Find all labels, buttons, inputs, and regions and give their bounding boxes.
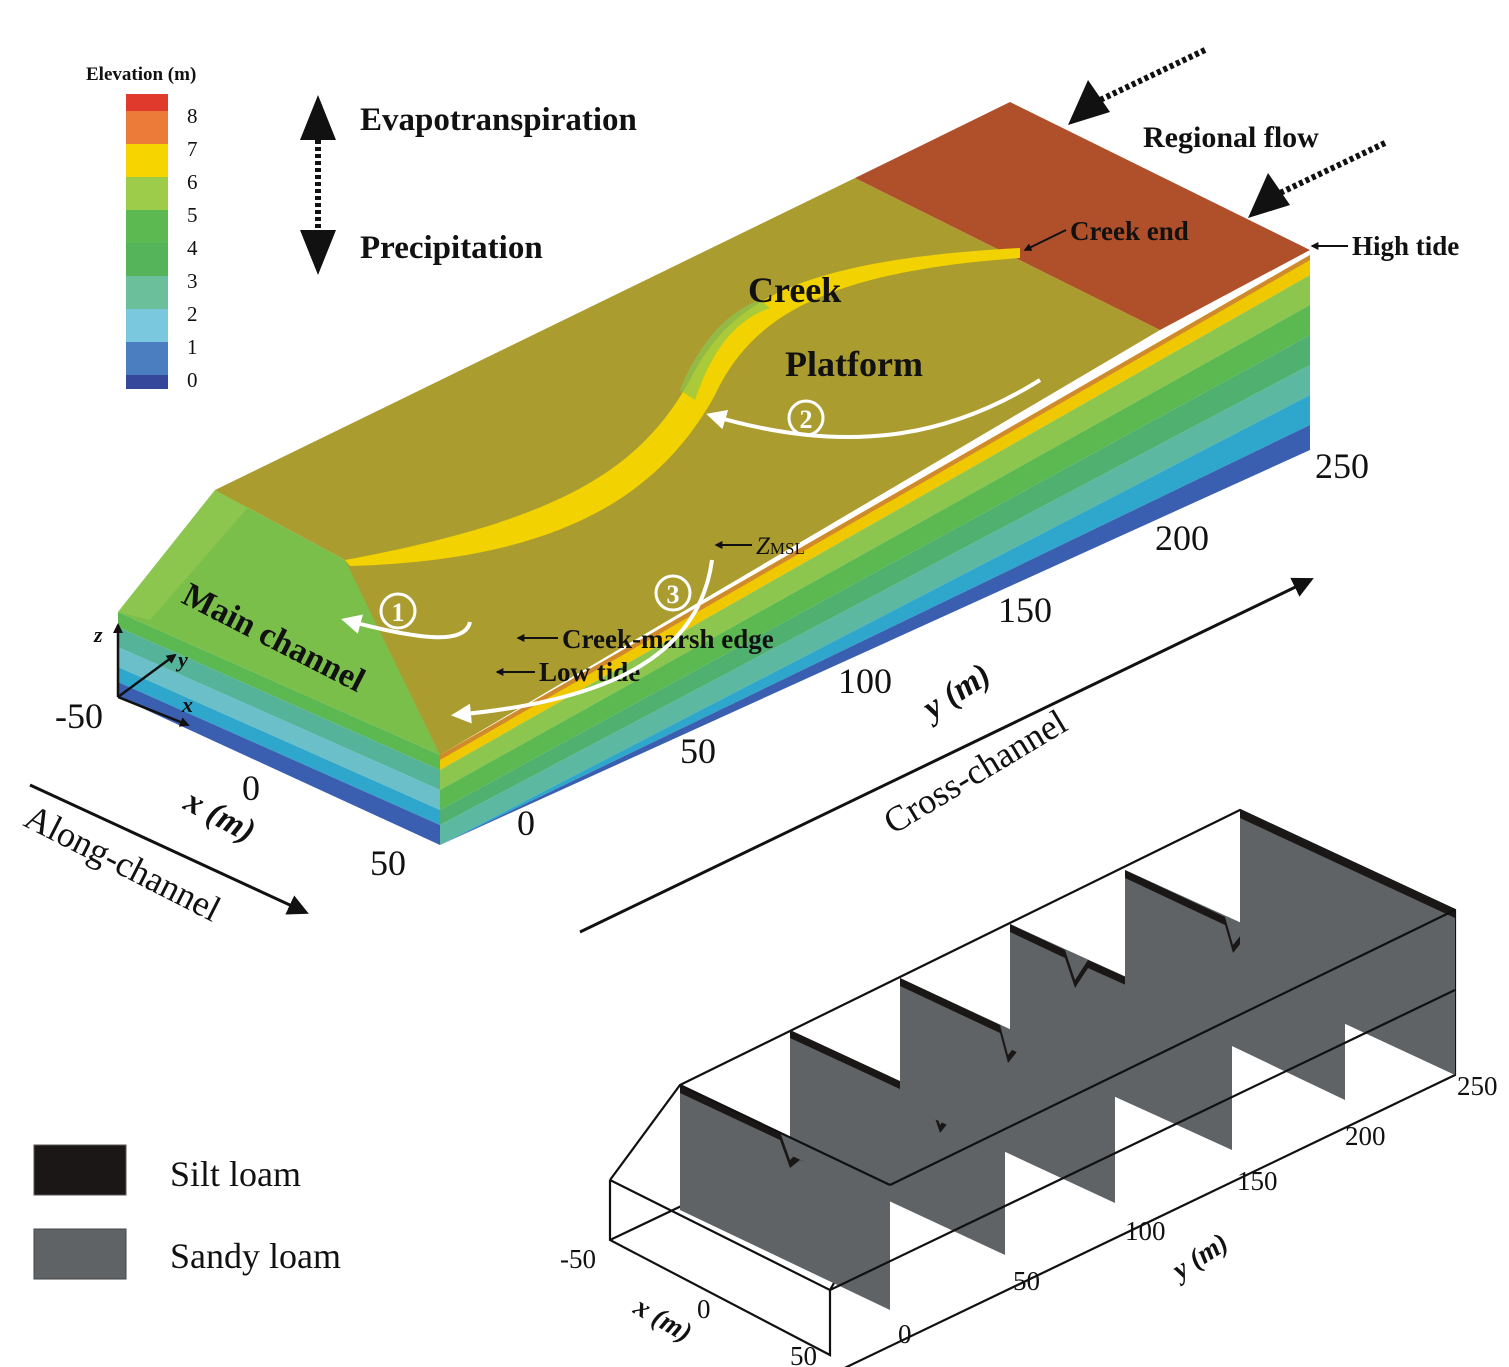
colorbar-tick: 6: [187, 170, 198, 194]
x-tick: -50: [55, 696, 103, 736]
colorbar-swatch: [126, 375, 168, 389]
marsh-model-3d: [118, 102, 1310, 845]
low-tide-label: Low tide: [539, 657, 640, 687]
flow-path-number: 3: [667, 580, 680, 609]
soil-y-tick: 200: [1345, 1121, 1386, 1151]
soil-axis-ticks: -50 0 50 0 50 100 150 200 250: [560, 1071, 1498, 1367]
soil-y-tick: 100: [1125, 1216, 1166, 1246]
cross-channel-label: Cross-channel: [877, 701, 1074, 841]
flow-path-2: [706, 378, 1042, 439]
flow-path-number: 2: [800, 405, 813, 434]
colorbar-swatch: [126, 276, 168, 309]
colorbar-title: Elevation (m): [86, 64, 196, 85]
creek-marsh-edge-label: Creek-marsh edge: [562, 624, 774, 654]
soil-y-tick: 250: [1457, 1071, 1498, 1101]
colorbar-swatch: [126, 210, 168, 243]
colorbar-swatch: [126, 309, 168, 342]
colorbar-tick: 4: [187, 236, 198, 260]
main-axis-ticks: -50 0 50 0 50 100 150 200 250: [55, 446, 1369, 883]
colorbar-tick: 2: [187, 302, 198, 326]
soil-y-axis-label: y (m): [1164, 1227, 1234, 1287]
regional-flow-label: Regional flow: [1143, 121, 1319, 154]
creek-end-label: Creek end: [1070, 216, 1189, 246]
soil-slices: [680, 810, 1455, 1310]
elevation-colorbar: Elevation (m) 8 7 6 5 4 3 2 1 0: [86, 64, 198, 392]
x-tick: 0: [242, 768, 260, 808]
y-tick: 150: [998, 590, 1052, 630]
soil-y-tick: 50: [1013, 1266, 1040, 1296]
creek-label: Creek: [748, 270, 841, 310]
colorbar-swatch: [126, 342, 168, 375]
colorbar-swatch: [126, 111, 168, 144]
legend-label: Sandy loam: [170, 1236, 341, 1276]
soil-x-tick: 50: [790, 1341, 817, 1367]
colorbar-tick: 5: [187, 203, 198, 227]
y-tick: 100: [838, 661, 892, 701]
high-tide-label: High tide: [1352, 231, 1459, 261]
colorbar-swatch: [126, 243, 168, 276]
along-channel-arrow: [29, 783, 309, 915]
colorbar-swatch: [126, 144, 168, 177]
y-tick: 250: [1315, 446, 1369, 486]
soil-x-tick: 0: [697, 1294, 711, 1324]
y-tick: 200: [1155, 518, 1209, 558]
legend-swatch-silt-loam: [33, 1144, 127, 1196]
triad-z-label: z: [93, 622, 103, 647]
colorbar-tick: 3: [187, 269, 198, 293]
flow-path-3: [451, 559, 714, 724]
creek-end-pointer: [1023, 229, 1067, 251]
colorbar-swatch: [126, 94, 168, 111]
colorbar-tick: 1: [187, 335, 198, 359]
et-precip-arrow: [300, 95, 336, 275]
colorbar-tick: 8: [187, 104, 198, 128]
soil-x-tick: -50: [560, 1244, 596, 1274]
soil-legend: Silt loam Sandy loam: [33, 1144, 341, 1280]
flow-path-1: [341, 614, 472, 640]
triad-x-label: x: [181, 692, 193, 717]
triad-y-label: y: [175, 647, 188, 672]
regional-flow-arrows: [1068, 47, 1387, 218]
platform-label: Platform: [785, 344, 923, 384]
cross-channel-arrow: [579, 577, 1314, 934]
y-tick: 50: [680, 731, 716, 771]
colorbar-swatch: [126, 177, 168, 210]
zmsl-label: ZMSL: [756, 533, 805, 560]
x-tick: 50: [370, 843, 406, 883]
evapotranspiration-label: Evapotranspiration: [360, 102, 637, 138]
soil-y-tick: 150: [1237, 1166, 1278, 1196]
colorbar-tick: 7: [187, 137, 198, 161]
legend-swatch-sandy-loam: [33, 1228, 127, 1280]
colorbar-tick: 0: [187, 368, 198, 392]
soil-y-tick: 0: [898, 1319, 912, 1349]
soil-model-3d: [608, 808, 1457, 1367]
flow-path-number: 1: [392, 598, 405, 627]
y-axis-label: y (m): [913, 656, 997, 729]
axis-triad: z y x: [93, 622, 193, 727]
precipitation-label: Precipitation: [360, 230, 543, 266]
soil-x-axis-label: x (m): [628, 1291, 698, 1349]
y-tick: 0: [517, 803, 535, 843]
legend-label: Silt loam: [170, 1154, 301, 1194]
flow-paths: 1 2 3: [341, 378, 1042, 724]
